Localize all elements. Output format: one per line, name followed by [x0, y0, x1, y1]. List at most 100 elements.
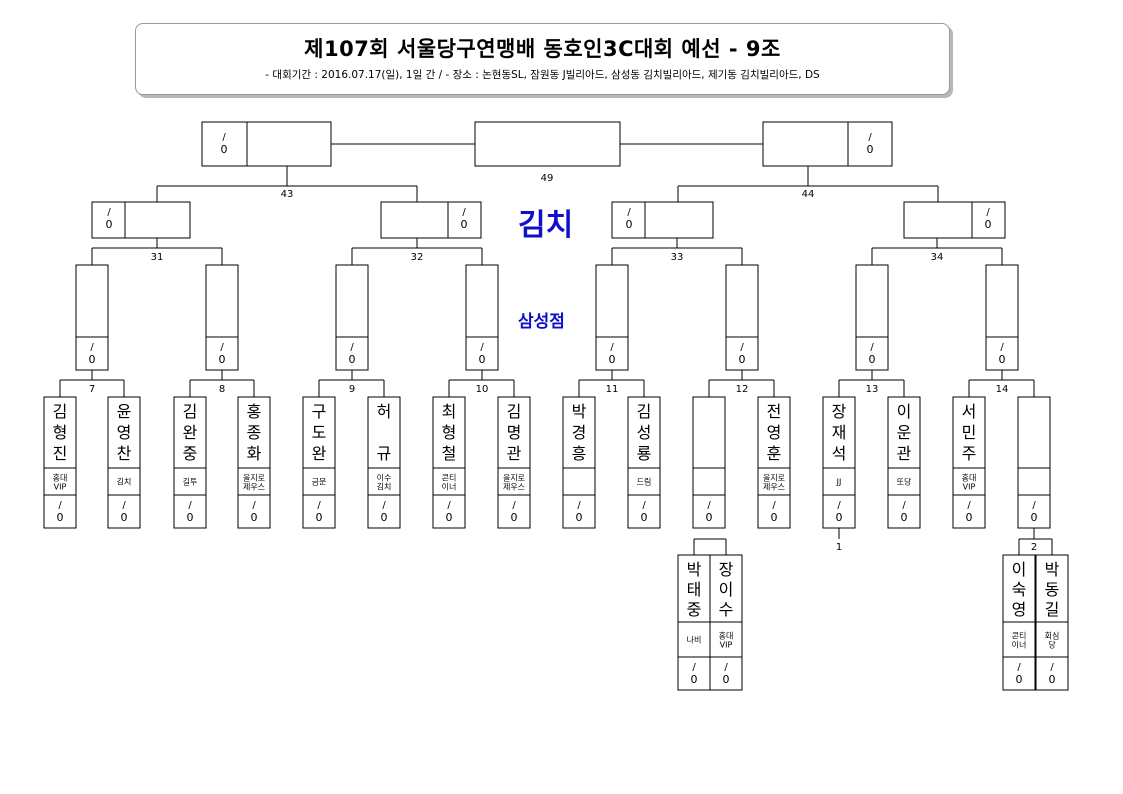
branch-text: 삼성점: [518, 312, 565, 332]
score-value: 0: [251, 511, 258, 524]
score-separator: /: [837, 500, 841, 511]
score-separator: /: [447, 500, 451, 511]
score-value: 0: [576, 511, 583, 524]
match-number: 33: [671, 252, 684, 263]
match-number: 2: [1031, 542, 1037, 553]
score-value: 0: [771, 511, 778, 524]
club-name: 제우스: [763, 483, 785, 492]
name-char: 서: [962, 402, 977, 421]
club-name: 이너: [442, 482, 457, 492]
club-name: 이수: [377, 473, 392, 483]
qualifier-box: [465, 264, 499, 371]
player-box: [432, 396, 466, 529]
name-char: 김: [53, 402, 68, 421]
player-name: 허규: [377, 402, 392, 463]
score-value: 0: [221, 143, 228, 156]
final-box: [201, 121, 332, 167]
title-box: 제107회 서울당구연맹배 동호인3C대회 예선 - 9조 - 대회기간 : 2…: [135, 23, 950, 95]
name-char: 전: [767, 402, 782, 421]
club-name: 길투: [183, 478, 198, 487]
score-value: 0: [985, 218, 992, 231]
brand-text: 김치: [518, 208, 574, 243]
match-number: 7: [89, 384, 95, 395]
player-box: [173, 396, 207, 529]
score-value: 0: [836, 511, 843, 524]
name-char: 형: [442, 423, 457, 442]
score-value: 0: [966, 511, 973, 524]
score-separator: /: [382, 500, 386, 511]
player-name: 이운관: [897, 402, 912, 463]
score-value: 0: [316, 511, 323, 524]
club-name: VIP: [963, 483, 976, 492]
club-name: 콘티: [442, 474, 457, 483]
score-separator: /: [252, 500, 256, 511]
player-box: [627, 396, 661, 529]
score-separator: /: [1050, 662, 1054, 673]
name-char: 이: [1012, 560, 1027, 579]
player-name: 홍종화: [247, 402, 262, 463]
name-char: 영: [117, 423, 132, 442]
name-char: 최: [442, 402, 457, 421]
score-value: 0: [219, 353, 226, 366]
match-number: 43: [281, 189, 294, 200]
name-char: 태: [687, 580, 702, 599]
name-char: 윤: [117, 402, 132, 421]
name-char: 규: [377, 444, 392, 463]
player-box: [562, 396, 596, 529]
score-separator: /: [188, 500, 192, 511]
name-char: 완: [312, 444, 327, 463]
score-value: 0: [641, 511, 648, 524]
final-box: [762, 121, 893, 167]
name-char: 영: [1012, 600, 1027, 619]
name-char: 홍: [247, 402, 262, 421]
name-char: 김: [507, 402, 522, 421]
player-box: [1017, 396, 1051, 529]
club-name: 홍대: [53, 473, 68, 483]
club-name: 또당: [897, 477, 912, 487]
name-char: 성: [637, 423, 652, 442]
club-name: 이너: [1012, 640, 1027, 650]
player-name: 전영훈: [767, 402, 782, 463]
score-separator: /: [107, 207, 111, 218]
score-separator: /: [967, 500, 971, 511]
match-number: 13: [866, 384, 879, 395]
match-number: 49: [541, 173, 554, 184]
club-name: 금문: [312, 478, 327, 487]
score-separator: /: [870, 342, 874, 353]
player-box: [952, 396, 986, 529]
score-separator: /: [642, 500, 646, 511]
player-name: 박경흥: [572, 402, 587, 463]
player-box: [237, 396, 271, 529]
score-value: 0: [739, 353, 746, 366]
score-separator: /: [740, 342, 744, 353]
name-char: 허: [377, 402, 392, 421]
name-char: 완: [183, 423, 198, 442]
score-value: 0: [106, 218, 113, 231]
name-char: 장: [832, 402, 847, 421]
score-value: 0: [706, 511, 713, 524]
player-name: 김명관: [507, 402, 522, 463]
match-number: 32: [411, 252, 424, 263]
score-value: 0: [187, 511, 194, 524]
player-name: 윤영찬: [117, 402, 132, 463]
score-separator: /: [350, 342, 354, 353]
score-separator: /: [317, 500, 321, 511]
name-char: 관: [507, 444, 522, 463]
name-char: 도: [312, 423, 327, 442]
score-value: 0: [121, 511, 128, 524]
player-name: 서민주: [962, 402, 977, 463]
score-separator: /: [627, 207, 631, 218]
name-char: 흥: [572, 444, 587, 463]
name-char: 구: [312, 402, 327, 421]
match-number: 1: [836, 542, 842, 553]
match-number: 10: [476, 384, 489, 395]
player-name: 장이수: [719, 560, 734, 619]
champion-box: [474, 121, 621, 167]
score-separator: /: [1000, 342, 1004, 353]
score-value: 0: [57, 511, 64, 524]
name-char: 훈: [767, 444, 782, 463]
club-name: 홍대: [719, 631, 734, 641]
club-name: 김치: [377, 482, 392, 492]
match-number: 31: [151, 252, 164, 263]
